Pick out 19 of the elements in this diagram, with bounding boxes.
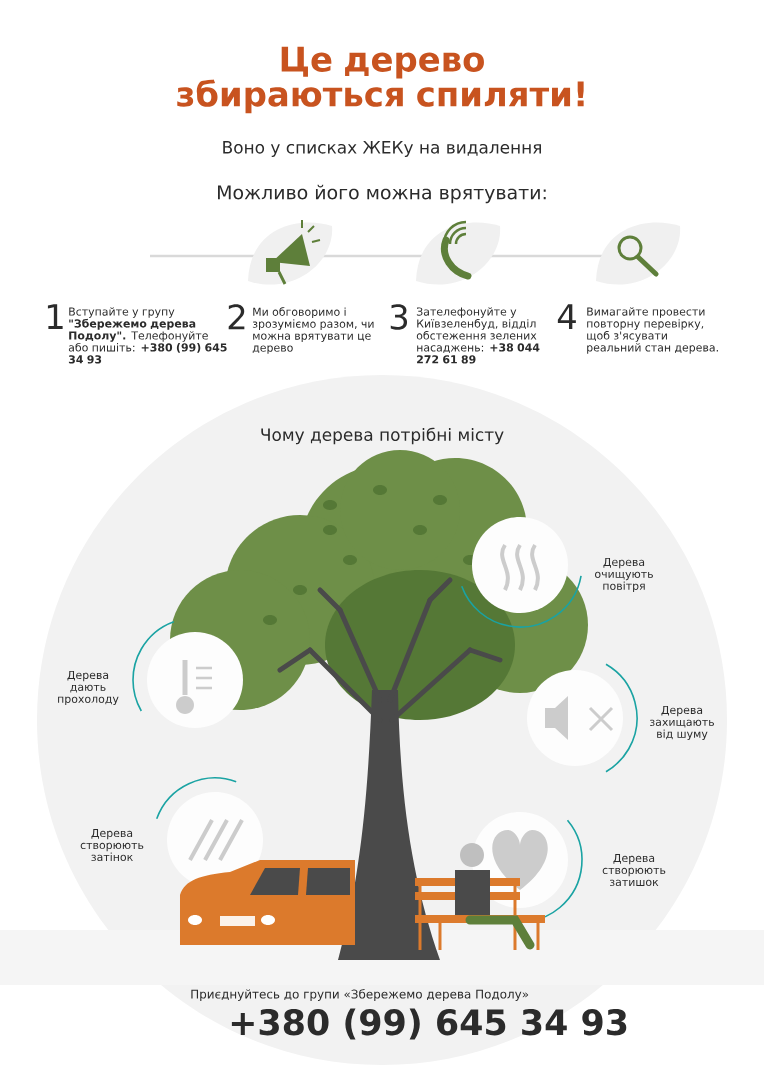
step-number: 4 — [557, 304, 576, 329]
step-text: Ми обговоримо і зрозуміємо разом, чи можна врятувати це дерево — [252, 307, 374, 354]
step-number: 3 — [390, 304, 408, 330]
benefit-label: Дерева дають прохолоду — [58, 670, 119, 706]
step-text: Вимагайте провести повторну перевірку, щоб з'ясувати реальний стан дерева. — [587, 307, 718, 354]
heading: Чому дерева потрібні місту — [261, 427, 504, 445]
step-text: Вступайте у групу "Збережемо дерева Подолу". Телефонуйте або пишіть: +380 (99) 645 34 93 — [68, 307, 227, 364]
heading: Можливо його можна врятувати: — [218, 184, 546, 204]
subtitle: Воно у списках ЖЕКу на видалення — [223, 141, 541, 157]
phone-number: +380 (99) 645 34 93 — [231, 1008, 627, 1040]
benefit-label: Дерева очищують повітря — [595, 557, 653, 593]
benefit-label: Дерева створюють затінок — [80, 829, 144, 862]
footer-text: Приєднуйтесь до групи «Збережемо дерева Подолу» — [191, 989, 529, 1001]
step-text: Зателефонуйте у Київзеленбуд, відділ обстеження зелених насаджень: +38 044 272 61 89 — [416, 307, 540, 364]
title: Це дерево збираються спиляти! — [177, 46, 584, 114]
benefit-label: Дерева створюють затишок — [602, 854, 666, 887]
benefit-label: Дерева захищають від шуму — [650, 705, 714, 741]
step-number: 2 — [228, 304, 245, 330]
step-number: 1 — [47, 304, 63, 329]
